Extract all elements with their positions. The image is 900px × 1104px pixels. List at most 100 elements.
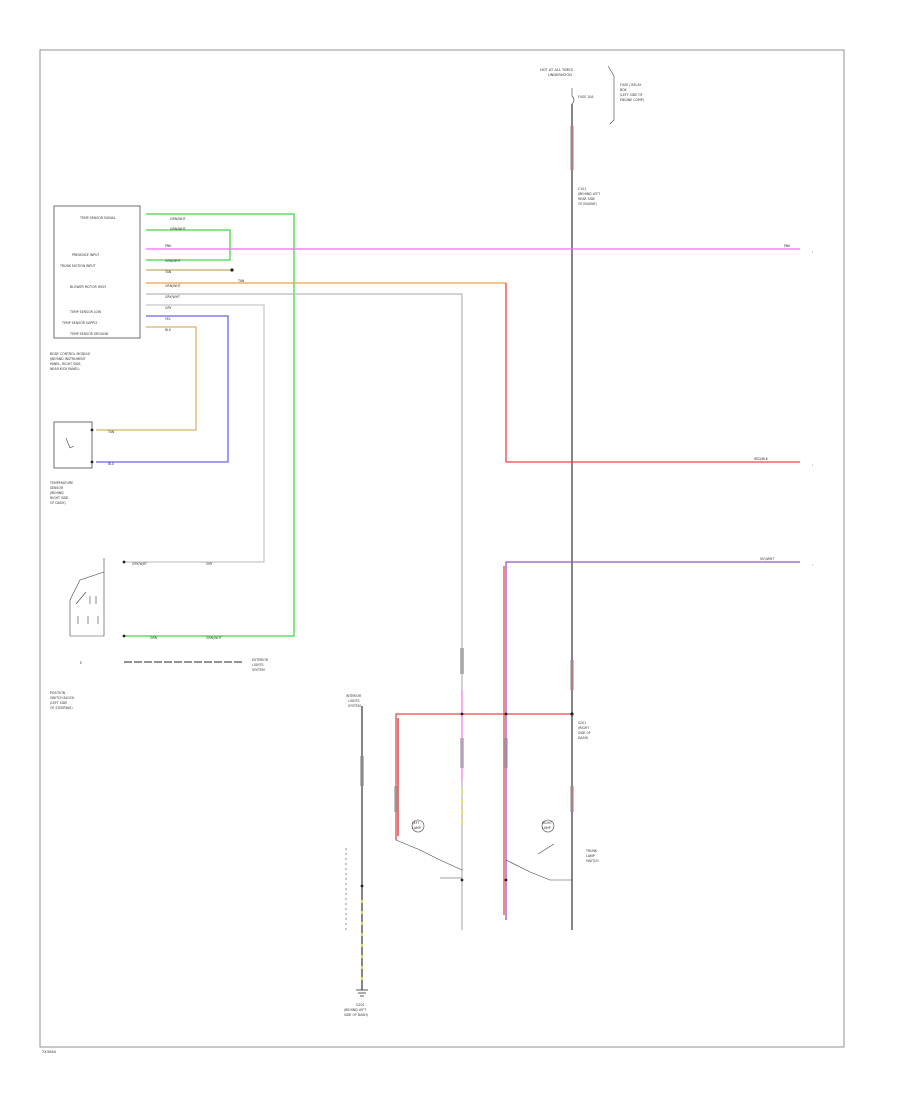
wire-label-green-1: GRN/WHT [170, 217, 186, 221]
power-bracket [607, 65, 615, 125]
power-title-2: UNDERHOOD [548, 73, 572, 77]
sensor-name-1: TEMPERATURE [49, 481, 73, 485]
module-name-4: NEAR KICK PANEL) [50, 367, 79, 371]
wire-label-gray-1: GRY/WHT [165, 295, 180, 299]
sensor-terminal-bottom [90, 460, 94, 464]
sensor-name-2: SENSOR [50, 486, 64, 490]
marker-main-lower [570, 660, 574, 690]
module-pin-4: BLOWER MOTOR HIGH [70, 285, 107, 289]
wire-red-long [505, 283, 800, 463]
splice-s201-4: DASH) [578, 736, 588, 740]
module-name-1: BODY CONTROL MODULE [50, 352, 90, 356]
sensor-terminal-top [90, 428, 94, 432]
module-name-3: PANEL, RIGHT SIDE, [50, 362, 82, 366]
ref-pink-label: PNK [784, 244, 791, 248]
right-lamp-label-1: RIGHT [542, 821, 552, 825]
marker-left-red [394, 786, 398, 812]
wire-violet [505, 561, 800, 920]
sensor-name-4: RIGHT SIDE [50, 496, 68, 500]
marker-gray-lower [460, 738, 464, 768]
connector-c101-4: OF ENGINE) [578, 202, 597, 206]
connector-c101-2: (BEHIND LEFT [578, 192, 600, 196]
fuse-box-label-4: ENGINE COMP) [620, 98, 644, 102]
wire-label-tan-short: TAN [237, 279, 245, 283]
fuse-box-label-3: (LEFT SIDE OF [620, 93, 643, 97]
switch-wire-top-2: GRY [206, 562, 212, 566]
wire-green-inner [146, 229, 231, 261]
ground-junction-dot [360, 884, 364, 888]
left-lamp-switch [395, 839, 463, 879]
splice-gray-dot [460, 712, 464, 716]
marker-c101 [570, 126, 574, 170]
sensor-symbol [65, 437, 75, 449]
tan-splice-dot [230, 268, 234, 272]
wires [96, 104, 800, 990]
lamp-note-3: SWITCH [586, 859, 599, 863]
ground-label-3: SIDE OF DASH) [344, 1013, 368, 1017]
right-lamp-switch [505, 843, 572, 881]
fuse-symbol [571, 88, 575, 112]
switch-wire-top: GRY/WHT [132, 562, 147, 566]
left-lamp-label-1: LEFT [412, 821, 420, 825]
left-lamp-bulb [411, 819, 425, 833]
body-control-module: TEMP SENSOR SIGNAL PRESENCE INPUT TRUNK … [50, 205, 141, 371]
switch-connector-mark: E [80, 661, 82, 665]
module-pin-1: TEMP SENSOR SIGNAL [79, 216, 116, 220]
right-lamp-label-2: LAMP [542, 826, 551, 830]
splice-s201-1: S201 [578, 721, 586, 725]
temperature-sensor: TAN BLU TEMPERATURE SENSOR (BEHIND RIGHT… [49, 421, 115, 505]
switch-name-2: SWITCH BLOCK [50, 696, 75, 700]
right-lamp-contact [504, 878, 508, 882]
sensor-name-3: (BEHIND [50, 491, 64, 495]
sensor-wire-blu: BLU [108, 462, 115, 466]
switch-name-1: POSITION [50, 691, 66, 695]
ref-violet-marker: › [812, 563, 814, 567]
off-page-references: PNK › RED/BLK › VIO/WHT › [754, 244, 814, 567]
ground-feed-3: SYSTEM [348, 704, 361, 708]
splices [460, 712, 574, 716]
switch-wire-bot-2: GRN/WHT [206, 636, 222, 640]
lamp-note-1: TRUNK [585, 849, 598, 853]
module-box [53, 205, 141, 339]
ground-label-2: (BEHIND LEFT [344, 1008, 366, 1012]
ground-feed-1: INTERIOR [346, 694, 362, 698]
wire-label-gray-2: GRY [165, 306, 171, 310]
ground-feed-2: LIGHTS [348, 699, 360, 703]
splice-s201-3: SIDE OF [578, 731, 591, 735]
right-lamp-bulb [541, 819, 555, 833]
lower-section: INTERIOR LIGHTS SYSTEM S201 (RIGHT SIDE … [344, 694, 599, 1017]
left-lamp-contact [460, 878, 464, 882]
sensor-box [53, 421, 93, 469]
switch-name-4: OF STEERING) [50, 706, 73, 710]
module-pin-6: TEMP SENSOR SUPPLY [61, 321, 97, 325]
switch-wire-bot: GRN [150, 636, 158, 640]
ref-red-label: RED/BLK [754, 457, 769, 461]
switch-terminal-top [122, 560, 126, 564]
wire-label-green-2: GRN/WHT [170, 227, 186, 231]
ground-label-1: G201 [356, 1003, 365, 1007]
fuse-box-label-1: FUSE / RELAY [620, 83, 641, 87]
wire-label-yellow: YEL [165, 317, 171, 321]
wire-gray-1 [146, 293, 463, 930]
wire-label-tan: TAN [164, 270, 172, 274]
power-source: HOT AT ALL TIMES UNDERHOOD FUSE / RELAY … [540, 65, 644, 206]
splice-s201-2: (RIGHT [578, 726, 589, 730]
wire-label-pink: PNK [165, 244, 172, 248]
wire-blue [96, 315, 229, 463]
module-pin-3: TRUNK MOTION INPUT [59, 264, 96, 268]
module-pin-7: TEMP SENSOR GROUND [69, 332, 109, 336]
wire-label-green-3: GRN/WHT [165, 259, 181, 263]
module-pin-2: PRESENCE INPUT [72, 253, 99, 257]
connector-c101-3: REAR SIDE [578, 197, 595, 201]
sensor-name-5: OF DASH) [50, 501, 66, 505]
switch-terminal-bottom [122, 634, 126, 638]
marker-ground [360, 756, 364, 786]
marker-violet-lower [504, 738, 508, 768]
switch-name-3: (LEFT SIDE [50, 701, 67, 705]
fuse-label: FUSE 10A [578, 95, 594, 99]
switch-contacts [75, 591, 99, 624]
wire-labels: GRN/WHT GRN/WHT PNK GRN/WHT TAN TAN ORN/… [164, 217, 245, 332]
left-lamp-label-2: LAMP [412, 826, 421, 830]
